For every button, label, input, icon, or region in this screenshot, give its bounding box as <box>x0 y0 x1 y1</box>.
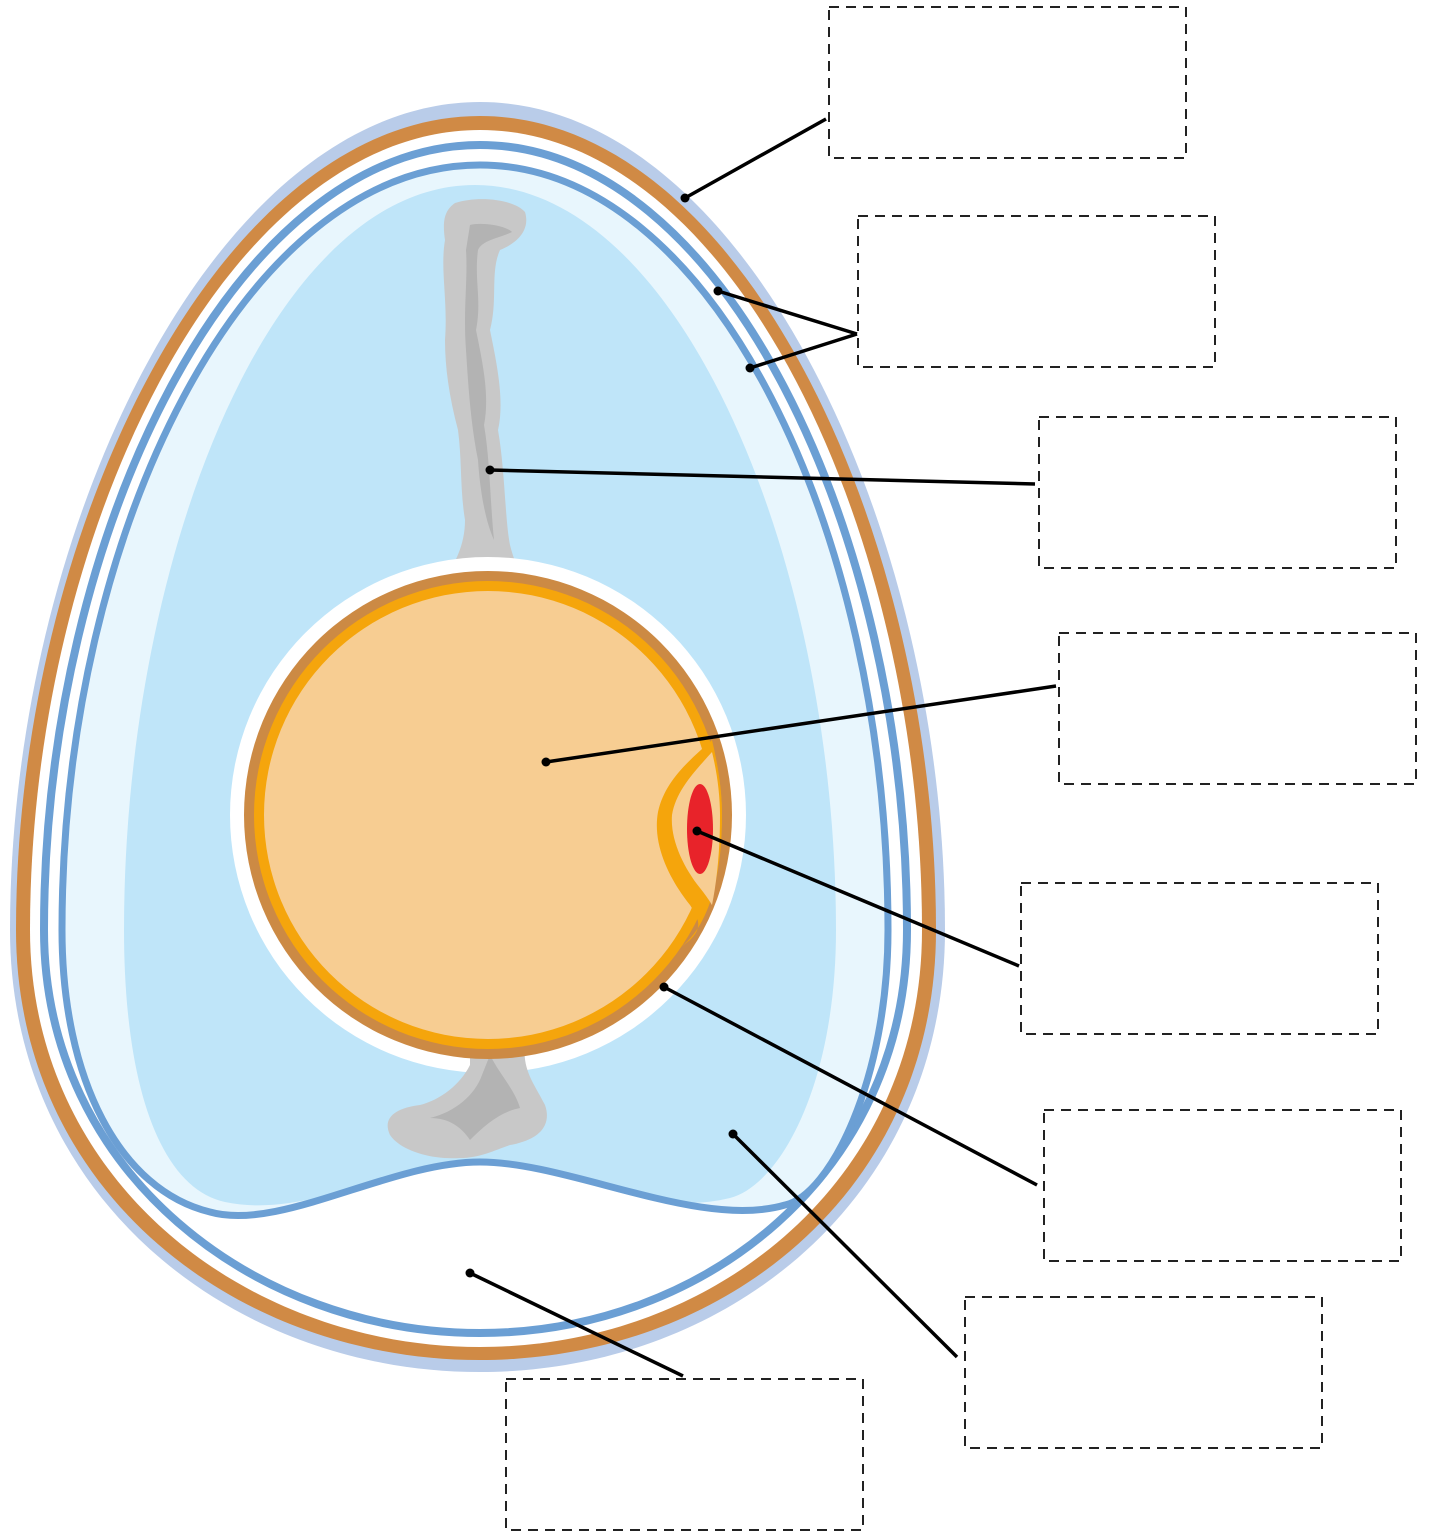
label-box-albumen[interactable] <box>965 1297 1322 1448</box>
leader-dot-germinal-disc <box>693 827 702 836</box>
leader-dot-albumen <box>729 1130 738 1139</box>
label-box-shell-membranes[interactable] <box>858 216 1215 367</box>
label-box-air-cell[interactable] <box>506 1379 863 1530</box>
leader-dot-yolk <box>542 758 551 767</box>
label-box-germinal-disc[interactable] <box>1021 883 1378 1034</box>
leader-dot-air-cell <box>466 1269 475 1278</box>
label-box-yolk[interactable] <box>1059 633 1416 784</box>
yolk <box>264 591 712 1039</box>
label-box-vitelline-membrane[interactable] <box>1044 1110 1401 1261</box>
leader-dot-shell <box>681 194 690 203</box>
label-box-chalaza[interactable] <box>1039 417 1396 568</box>
leader-dot-vitelline-membrane <box>660 983 669 992</box>
leader-dot-membrane-outer <box>714 287 723 296</box>
leader-dot-membrane-inner <box>746 364 755 373</box>
label-box-shell[interactable] <box>829 7 1186 158</box>
leader-dot-chalaza <box>486 466 495 475</box>
leader-line-shell <box>685 119 826 198</box>
